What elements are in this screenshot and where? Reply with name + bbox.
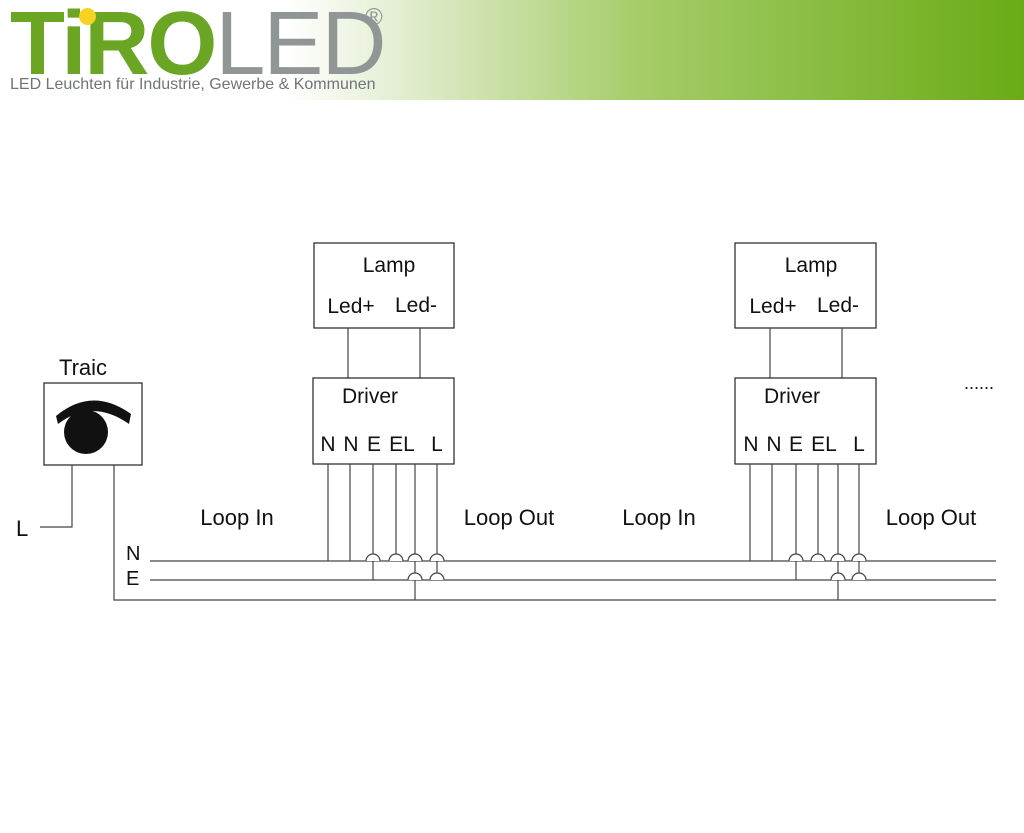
lamp-neg-1: Led- bbox=[395, 294, 437, 317]
lamp-title-1: Lamp bbox=[363, 254, 416, 277]
unit-2: Lamp Led+ Led- Driver N N E EL L Loop In… bbox=[622, 242, 977, 600]
crossovers-2 bbox=[788, 553, 867, 581]
tagline: LED Leuchten für Industrie, Gewerbe & Ko… bbox=[10, 76, 376, 93]
loop-in-1: Loop In bbox=[200, 505, 273, 530]
driver-title-2: Driver bbox=[764, 385, 820, 408]
driver-terminal-2-l: L bbox=[853, 433, 865, 456]
logo: TiROLED bbox=[10, 0, 386, 94]
lamp-box-2 bbox=[734, 242, 877, 329]
driver-box-2 bbox=[734, 377, 877, 465]
loop-out-1: Loop Out bbox=[464, 505, 555, 530]
driver-terminal-1-n1: N bbox=[320, 433, 335, 456]
lamp-title-2: Lamp bbox=[785, 254, 838, 277]
logo-tail-text: LED bbox=[215, 0, 386, 94]
supply-label-l: L bbox=[16, 516, 28, 541]
driver-terminal-2-n1: N bbox=[743, 433, 758, 456]
triac-label: Traic bbox=[59, 355, 107, 380]
logo-main-text: TiRO bbox=[10, 0, 217, 94]
continuation-dots: ...... bbox=[964, 373, 994, 393]
driver-terminal-1-n2: N bbox=[343, 433, 358, 456]
driver-terminal-1-el: EL bbox=[389, 433, 415, 456]
triac-dimmer bbox=[43, 382, 143, 466]
lamp-neg-2: Led- bbox=[817, 294, 859, 317]
supply-label-n: N bbox=[126, 543, 140, 565]
logo-dot-icon bbox=[79, 8, 96, 25]
driver-terminal-2-n2: N bbox=[766, 433, 781, 456]
lamp-box-1 bbox=[313, 242, 455, 329]
loop-out-2: Loop Out bbox=[886, 505, 977, 530]
driver-box-1 bbox=[312, 377, 455, 465]
dimmer-knob-icon bbox=[56, 400, 131, 454]
driver-terminal-2-e: E bbox=[789, 433, 803, 456]
lamp-pos-2: Led+ bbox=[749, 295, 796, 318]
loop-in-2: Loop In bbox=[622, 505, 695, 530]
supply-label-e: E bbox=[126, 568, 139, 590]
wire-triac-out bbox=[113, 465, 150, 601]
unit-1: Lamp Led+ Led- Driver N N E EL L Loop In… bbox=[200, 242, 555, 600]
driver-title-1: Driver bbox=[342, 385, 398, 408]
crossovers-1 bbox=[365, 553, 445, 581]
wire-supply-l bbox=[40, 465, 73, 528]
lamp-pos-1: Led+ bbox=[327, 295, 374, 318]
driver-terminal-1-l: L bbox=[431, 433, 443, 456]
driver-terminal-2-el: EL bbox=[811, 433, 837, 456]
header-banner: TiROLED ® LED Leuchten für Industrie, Ge… bbox=[0, 0, 1024, 100]
driver-terminal-1-e: E bbox=[367, 433, 381, 456]
registered-mark: ® bbox=[365, 4, 383, 31]
